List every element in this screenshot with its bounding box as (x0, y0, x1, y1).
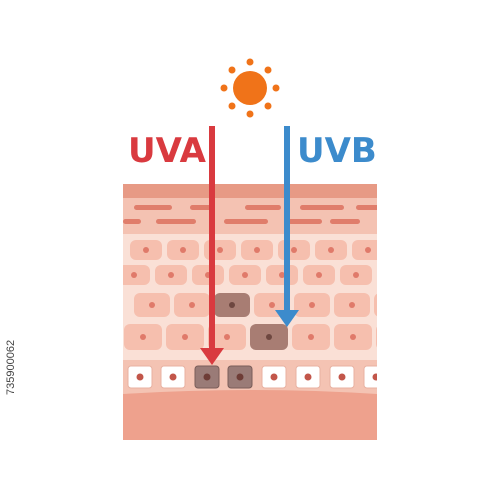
cell-nucleus (168, 272, 174, 278)
stock-id: 735900062 (5, 340, 17, 395)
uva-label: UVA (128, 131, 207, 171)
skin-cell (376, 326, 377, 348)
cell-nucleus (279, 272, 285, 278)
dermis (123, 390, 377, 440)
basal-nucleus (136, 373, 144, 381)
basal-nucleus (236, 373, 244, 381)
cell-nucleus (180, 247, 186, 253)
cell-nucleus (349, 302, 355, 308)
skin-cell (374, 293, 377, 317)
cell-nucleus (224, 334, 230, 340)
cell-nucleus (182, 334, 188, 340)
cell-nucleus (353, 272, 359, 278)
cell-nucleus (149, 302, 155, 308)
uvb-label: UVB (297, 131, 377, 171)
uva-arrow (200, 126, 224, 365)
stratum-corneum (123, 184, 377, 198)
cell-nucleus (392, 334, 398, 340)
cell-nucleus (254, 247, 260, 253)
cell-nucleus (131, 272, 137, 278)
cell-nucleus (229, 302, 235, 308)
cell-nucleus (242, 272, 248, 278)
basal-nucleus (203, 373, 211, 381)
basal-cell (363, 365, 377, 389)
cell-nucleus (309, 302, 315, 308)
skin-cross-section (123, 184, 409, 440)
basal-nucleus (304, 373, 312, 381)
cell-nucleus (390, 272, 396, 278)
sun-icon (220, 58, 280, 118)
basal-cell-row (127, 365, 377, 389)
basal-nucleus (169, 373, 177, 381)
cell-nucleus (389, 302, 395, 308)
cell-nucleus (316, 272, 322, 278)
cell-nucleus (350, 334, 356, 340)
skin-cell (352, 240, 377, 260)
skin-cell (377, 265, 409, 285)
cell-nucleus (266, 334, 272, 340)
corneum-flakes (123, 205, 377, 224)
basal-nucleus (270, 373, 278, 381)
cell-nucleus (328, 247, 334, 253)
cell-nucleus (189, 302, 195, 308)
cell-nucleus (269, 302, 275, 308)
cell-nucleus (140, 334, 146, 340)
cell-nucleus (217, 247, 223, 253)
cell-nucleus (308, 334, 314, 340)
basal-nucleus (338, 373, 346, 381)
cell-nucleus (143, 247, 149, 253)
cell-nucleus (365, 247, 371, 253)
basal-nucleus (372, 373, 377, 381)
cell-nucleus (291, 247, 297, 253)
uvb-arrow (275, 126, 299, 327)
